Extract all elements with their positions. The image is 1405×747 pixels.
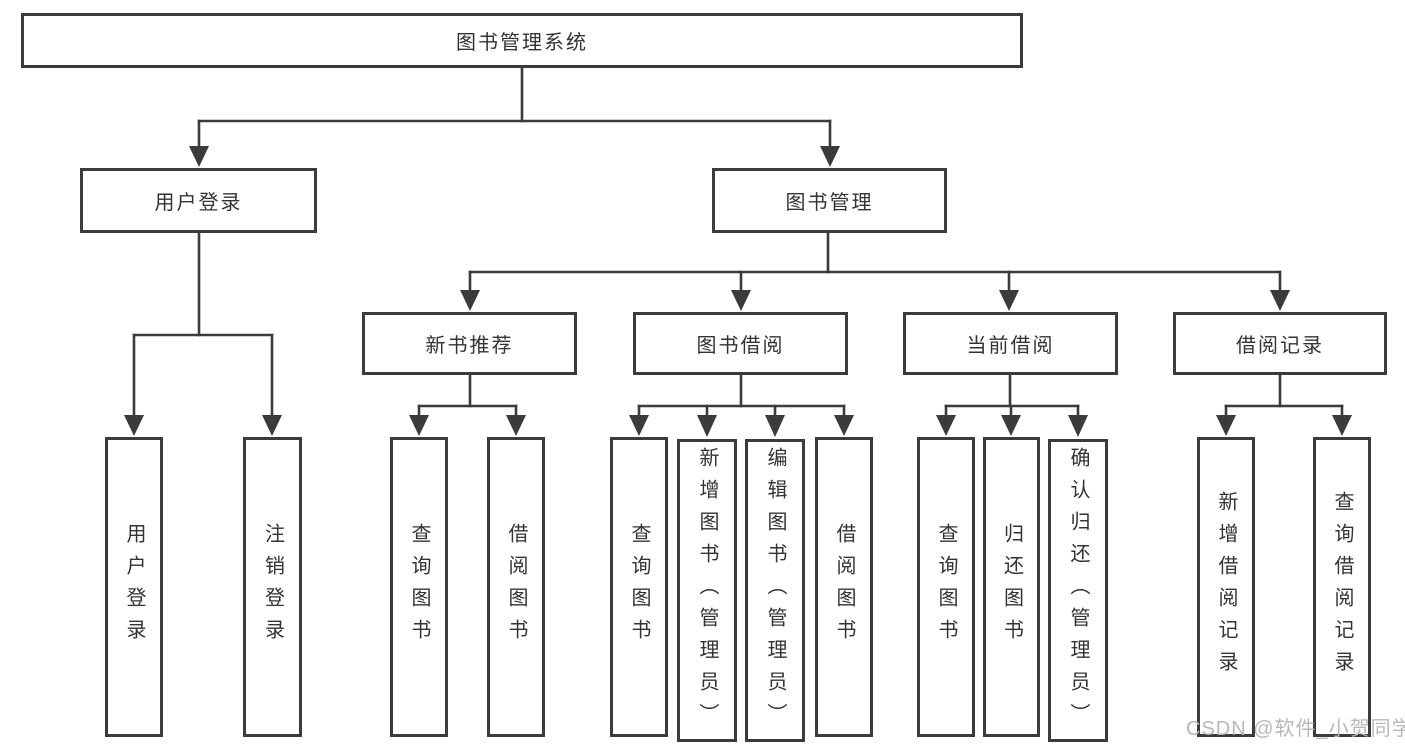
node-user-login-label: 用户登录 <box>154 192 243 214</box>
leaf-records-query-label: 查询借阅记录 <box>1331 491 1353 683</box>
node-root: 图书管理系统 <box>21 13 1023 68</box>
node-root-label: 图书管理系统 <box>456 32 588 54</box>
leaf-borrow-query-label: 查询图书 <box>628 523 650 651</box>
leaf-current-confirm-admin-label: 确认归还（管理员） <box>1067 446 1089 735</box>
connector-book-management <box>460 231 1290 311</box>
connector-new-book-rec <box>409 373 526 436</box>
leaf-borrow-edit-admin-label: 编辑图书（管理员） <box>764 446 786 735</box>
leaf-borrow-query: 查询图书 <box>610 437 668 737</box>
leaf-newbook-borrow: 借阅图书 <box>487 437 545 737</box>
node-current-borrowing: 当前借阅 <box>903 312 1118 375</box>
leaf-newbook-borrow-label: 借阅图书 <box>505 523 527 651</box>
connector-current-borrowing <box>936 373 1088 437</box>
connector-borrowing-records <box>1216 373 1352 436</box>
leaf-records-add: 新增借阅记录 <box>1197 437 1255 737</box>
leaf-newbook-query-label: 查询图书 <box>408 523 430 651</box>
leaf-current-query-label: 查询图书 <box>935 523 957 651</box>
leaf-newbook-query: 查询图书 <box>390 437 448 737</box>
node-book-borrowing: 图书借阅 <box>633 312 848 375</box>
leaf-user-login-label: 用户登录 <box>123 523 145 651</box>
leaf-borrow-add-admin-label: 新增图书（管理员） <box>696 446 718 735</box>
node-book-management-label: 图书管理 <box>785 192 874 214</box>
connector-user-login <box>124 231 282 436</box>
node-current-borrowing-label: 当前借阅 <box>966 335 1055 357</box>
connector-root <box>189 66 840 167</box>
leaf-borrow-borrow-label: 借阅图书 <box>833 523 855 651</box>
connector-book-borrowing <box>629 373 854 437</box>
leaf-borrow-add-admin: 新增图书（管理员） <box>677 439 737 742</box>
leaf-current-return: 归还图书 <box>983 437 1040 737</box>
node-borrowing-records: 借阅记录 <box>1173 312 1387 375</box>
leaf-user-login: 用户登录 <box>105 437 163 737</box>
leaf-current-confirm-admin: 确认归还（管理员） <box>1048 439 1108 742</box>
leaf-current-query: 查询图书 <box>917 437 975 737</box>
node-book-borrowing-label: 图书借阅 <box>696 335 785 357</box>
node-book-management: 图书管理 <box>712 168 947 233</box>
leaf-current-return-label: 归还图书 <box>1000 523 1023 651</box>
leaf-logout-label: 注销登录 <box>261 523 284 651</box>
node-new-book-rec-label: 新书推荐 <box>425 335 514 357</box>
leaf-records-query: 查询借阅记录 <box>1313 437 1371 737</box>
node-borrowing-records-label: 借阅记录 <box>1236 335 1324 357</box>
csdn-watermark: CSDN @软件_小贺同学 <box>1186 718 1405 740</box>
node-user-login: 用户登录 <box>80 168 317 233</box>
leaf-borrow-borrow: 借阅图书 <box>815 437 873 737</box>
leaf-logout: 注销登录 <box>243 437 302 737</box>
leaf-records-add-label: 新增借阅记录 <box>1215 491 1237 683</box>
leaf-borrow-edit-admin: 编辑图书（管理员） <box>745 439 805 742</box>
node-new-book-rec: 新书推荐 <box>362 312 577 375</box>
